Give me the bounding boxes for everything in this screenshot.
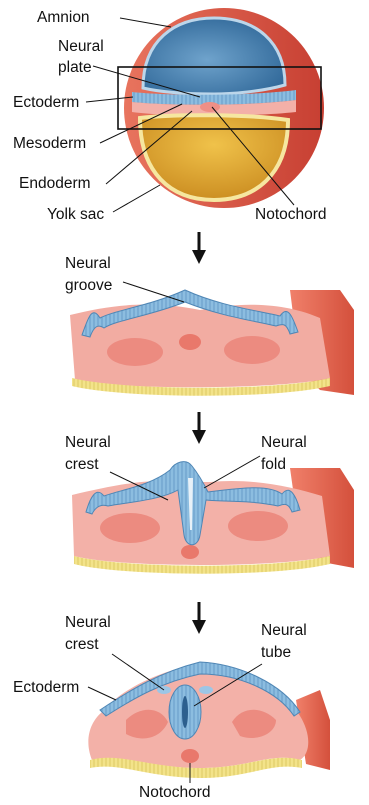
somite-left-3 — [100, 513, 160, 543]
label-neural-fold-1: Neural — [261, 434, 307, 451]
label-notochord-1: Notochord — [255, 206, 327, 223]
label-ectoderm-1: Ectoderm — [13, 94, 79, 111]
notochord-4 — [181, 749, 199, 763]
label-neural-crest-4a: Neural — [65, 614, 111, 631]
label-neural-plate-2: plate — [58, 59, 92, 76]
label-notochord-4: Notochord — [139, 784, 211, 801]
label-neural-crest-2: crest — [65, 456, 99, 473]
neural-tube-panel — [88, 662, 330, 778]
arrow-down-icon — [192, 232, 206, 264]
notochord-dot — [200, 102, 220, 112]
label-ectoderm-4: Ectoderm — [13, 679, 79, 696]
label-neural-fold-2: fold — [261, 456, 286, 473]
somite-right-2 — [224, 336, 280, 364]
label-neural-tube-2: tube — [261, 644, 291, 661]
label-neural-crest-1: Neural — [65, 434, 111, 451]
label-neural-groove-1: Neural — [65, 255, 111, 272]
label-mesoderm: Mesoderm — [13, 135, 86, 152]
notochord-3 — [181, 545, 199, 559]
neural-fold-panel — [72, 462, 354, 574]
leader-ectoderm-4 — [88, 687, 116, 700]
label-amnion: Amnion — [37, 9, 90, 26]
neural-groove-panel — [70, 290, 354, 396]
leader-amnion — [120, 18, 171, 27]
label-yolk-sac: Yolk sac — [47, 206, 104, 223]
somite-left-2 — [107, 338, 163, 366]
label-neural-tube-1: Neural — [261, 622, 307, 639]
leader-yolk-sac — [113, 185, 160, 212]
arrow-down-icon — [192, 412, 206, 444]
arrow-down-icon — [192, 602, 206, 634]
neural-crest-right-4 — [199, 686, 213, 694]
neural-tube-lumen — [182, 696, 188, 728]
notochord-2 — [179, 334, 201, 350]
leader-neural-groove — [123, 282, 184, 302]
label-neural-groove-2: groove — [65, 277, 112, 294]
label-endoderm: Endoderm — [19, 175, 91, 192]
embryo-disc-panel — [118, 8, 324, 208]
somite-right-3 — [228, 511, 288, 541]
label-neural-crest-4b: crest — [65, 636, 99, 653]
label-neural-plate-1: Neural — [58, 38, 104, 55]
